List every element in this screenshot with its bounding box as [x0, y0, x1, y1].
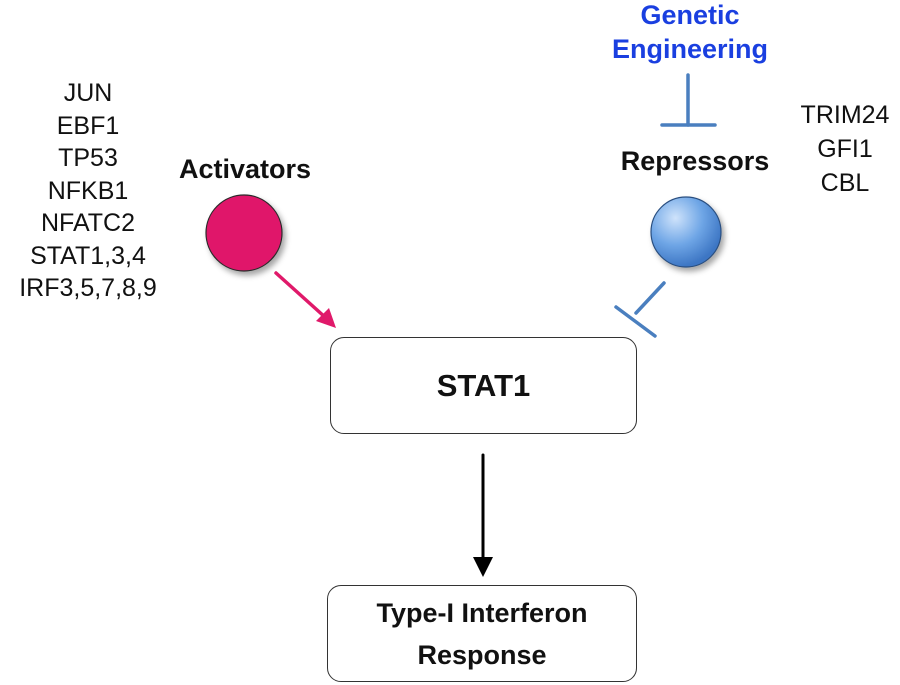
- repressor-gene: CBL: [820, 169, 870, 197]
- activation-arrow: [274, 271, 336, 328]
- activator-gene: NFATC2: [41, 209, 135, 237]
- activator-gene: TP53: [58, 144, 118, 172]
- genetic-engineering-label: Genetic Engineering: [580, 0, 800, 66]
- genetic-engineering-line1: Genetic: [640, 0, 740, 30]
- engineering-inhibit-arrow: [660, 73, 717, 127]
- response-label-line2: Response: [417, 639, 547, 670]
- repression-inhibit-arrow: [614, 281, 666, 338]
- stat1-label: STAT1: [436, 367, 531, 403]
- repressor-gene: GFI1: [817, 135, 873, 163]
- activator-gene-list: JUN EBF1 TP53 NFKB1 NFATC2 STAT1,3,4 IRF…: [0, 77, 176, 305]
- activator-node: [205, 194, 283, 272]
- activator-gene: EBF1: [56, 111, 120, 140]
- genetic-engineering-line2: Engineering: [611, 34, 768, 64]
- stat1-to-response-arrow: [473, 453, 493, 577]
- response-label-line1: Type-I Interferon: [376, 597, 588, 628]
- repressors-label: Repressors: [620, 146, 770, 176]
- stat1-node: STAT1: [330, 337, 637, 434]
- activator-gene: NFKB1: [47, 176, 129, 205]
- activators-label: Activators: [178, 154, 312, 184]
- type-i-interferon-response-node: Type-I Interferon Response: [327, 585, 637, 682]
- activator-gene: IRF3,5,7,8,9: [19, 274, 157, 302]
- repressor-gene-list: TRIM24 GFI1 CBL: [790, 98, 900, 200]
- activator-gene: JUN: [63, 79, 113, 107]
- activator-gene: STAT1,3,4: [30, 241, 146, 270]
- repressor-node: [650, 196, 722, 268]
- repressor-gene: TRIM24: [800, 101, 890, 129]
